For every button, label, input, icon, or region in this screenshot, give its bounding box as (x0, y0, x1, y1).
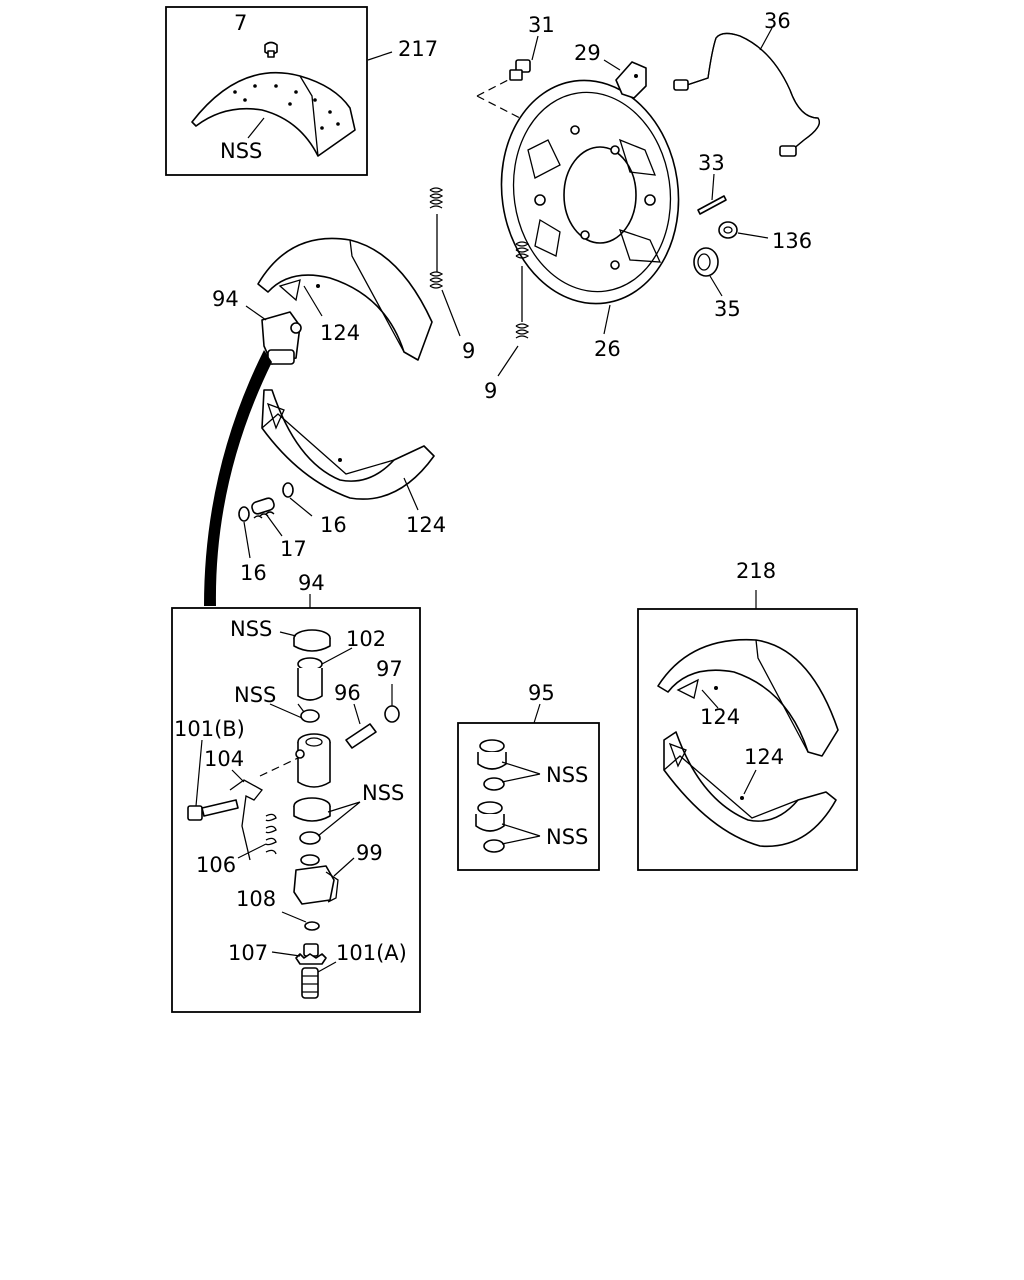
nut-136 (718, 221, 769, 239)
bleeder-cap-97 (384, 684, 400, 723)
piston-102 (297, 647, 353, 701)
label-108: 108 (236, 887, 276, 911)
label-95: 95 (528, 681, 555, 705)
kit-cup-lower (475, 801, 541, 853)
label-26: 26 (594, 337, 621, 361)
label-101b: 101(B) (174, 717, 245, 741)
brake-shoe-124-lower (261, 389, 435, 511)
lever-104 (229, 769, 263, 861)
backing-plate-26 (500, 79, 680, 305)
adjuster-99 (293, 854, 355, 905)
label-94-top: 94 (212, 287, 239, 311)
box-217-lining-kit (165, 6, 393, 176)
label-nss-cup: NSS (234, 683, 276, 707)
label-nss-95b: NSS (546, 825, 588, 849)
label-nss-cap: NSS (230, 617, 272, 641)
kit-cup-upper (477, 739, 541, 791)
spring-9-lower (497, 241, 530, 377)
box-218-shoe-set (637, 590, 858, 871)
bolt-31 (509, 35, 539, 81)
plug-35 (693, 247, 723, 297)
label-17: 17 (280, 537, 307, 561)
label-218: 218 (736, 559, 776, 583)
piston-cup-nss (300, 709, 320, 723)
box-shoe-124-lower (663, 731, 837, 848)
label-31: 31 (528, 13, 555, 37)
box-94-wheel-cylinder-detail (171, 594, 421, 1013)
cylinder-detail-leader (204, 350, 272, 606)
label-102: 102 (346, 627, 386, 651)
spring-9-upper (429, 187, 461, 337)
screw-101a (301, 961, 337, 999)
bleeder-screw-96 (345, 703, 377, 749)
box-shoe-124-upper (657, 638, 839, 757)
boot-nss (293, 797, 361, 845)
label-36: 36 (764, 9, 791, 33)
label-33: 33 (698, 151, 725, 175)
dust-cap-nss (279, 629, 331, 652)
pin-33 (697, 173, 727, 215)
label-99: 99 (356, 841, 383, 865)
label-106: 106 (196, 853, 236, 877)
bolt-31-alignment-line (476, 77, 521, 119)
box-95-repair-kit (457, 703, 600, 871)
label-124-lower: 124 (406, 513, 446, 537)
label-101a: 101(A) (336, 941, 407, 965)
label-nss-95a: NSS (546, 763, 588, 787)
label-124-upper: 124 (320, 321, 360, 345)
label-124-box-upper: 124 (700, 705, 740, 729)
label-16-left: 16 (240, 561, 267, 585)
label-16-right: 16 (320, 513, 347, 537)
adjuster-wheel-107 (271, 943, 327, 965)
label-107: 107 (228, 941, 268, 965)
brake-pipe-36 (673, 27, 821, 157)
callout-labels: 7 217 NSS 31 29 36 33 136 35 26 94 124 9… (174, 9, 812, 965)
label-9-upper: 9 (462, 339, 475, 363)
brake-shoe-124-upper (257, 237, 433, 361)
spring-17-and-washers-16 (238, 482, 313, 559)
label-29: 29 (574, 41, 601, 65)
label-nss-mid: NSS (362, 781, 404, 805)
bolt-101b (187, 739, 239, 821)
label-104: 104 (204, 747, 244, 771)
label-96: 96 (334, 681, 361, 705)
label-97: 97 (376, 657, 403, 681)
label-35: 35 (714, 297, 741, 321)
spring-106 (237, 813, 277, 859)
label-9-lower: 9 (484, 379, 497, 403)
label-217: 217 (398, 37, 438, 61)
label-7: 7 (234, 11, 247, 35)
brake-lining (191, 72, 356, 157)
label-136: 136 (772, 229, 812, 253)
cylinder-body (295, 733, 331, 788)
bracket-29 (603, 59, 647, 99)
rivet-7 (264, 41, 278, 58)
label-nss-lining: NSS (220, 139, 262, 163)
wheel-cylinder-94 (245, 305, 302, 365)
label-94-box: 94 (298, 571, 325, 595)
washer-108 (304, 921, 320, 931)
label-124-box-lower: 124 (744, 745, 784, 769)
